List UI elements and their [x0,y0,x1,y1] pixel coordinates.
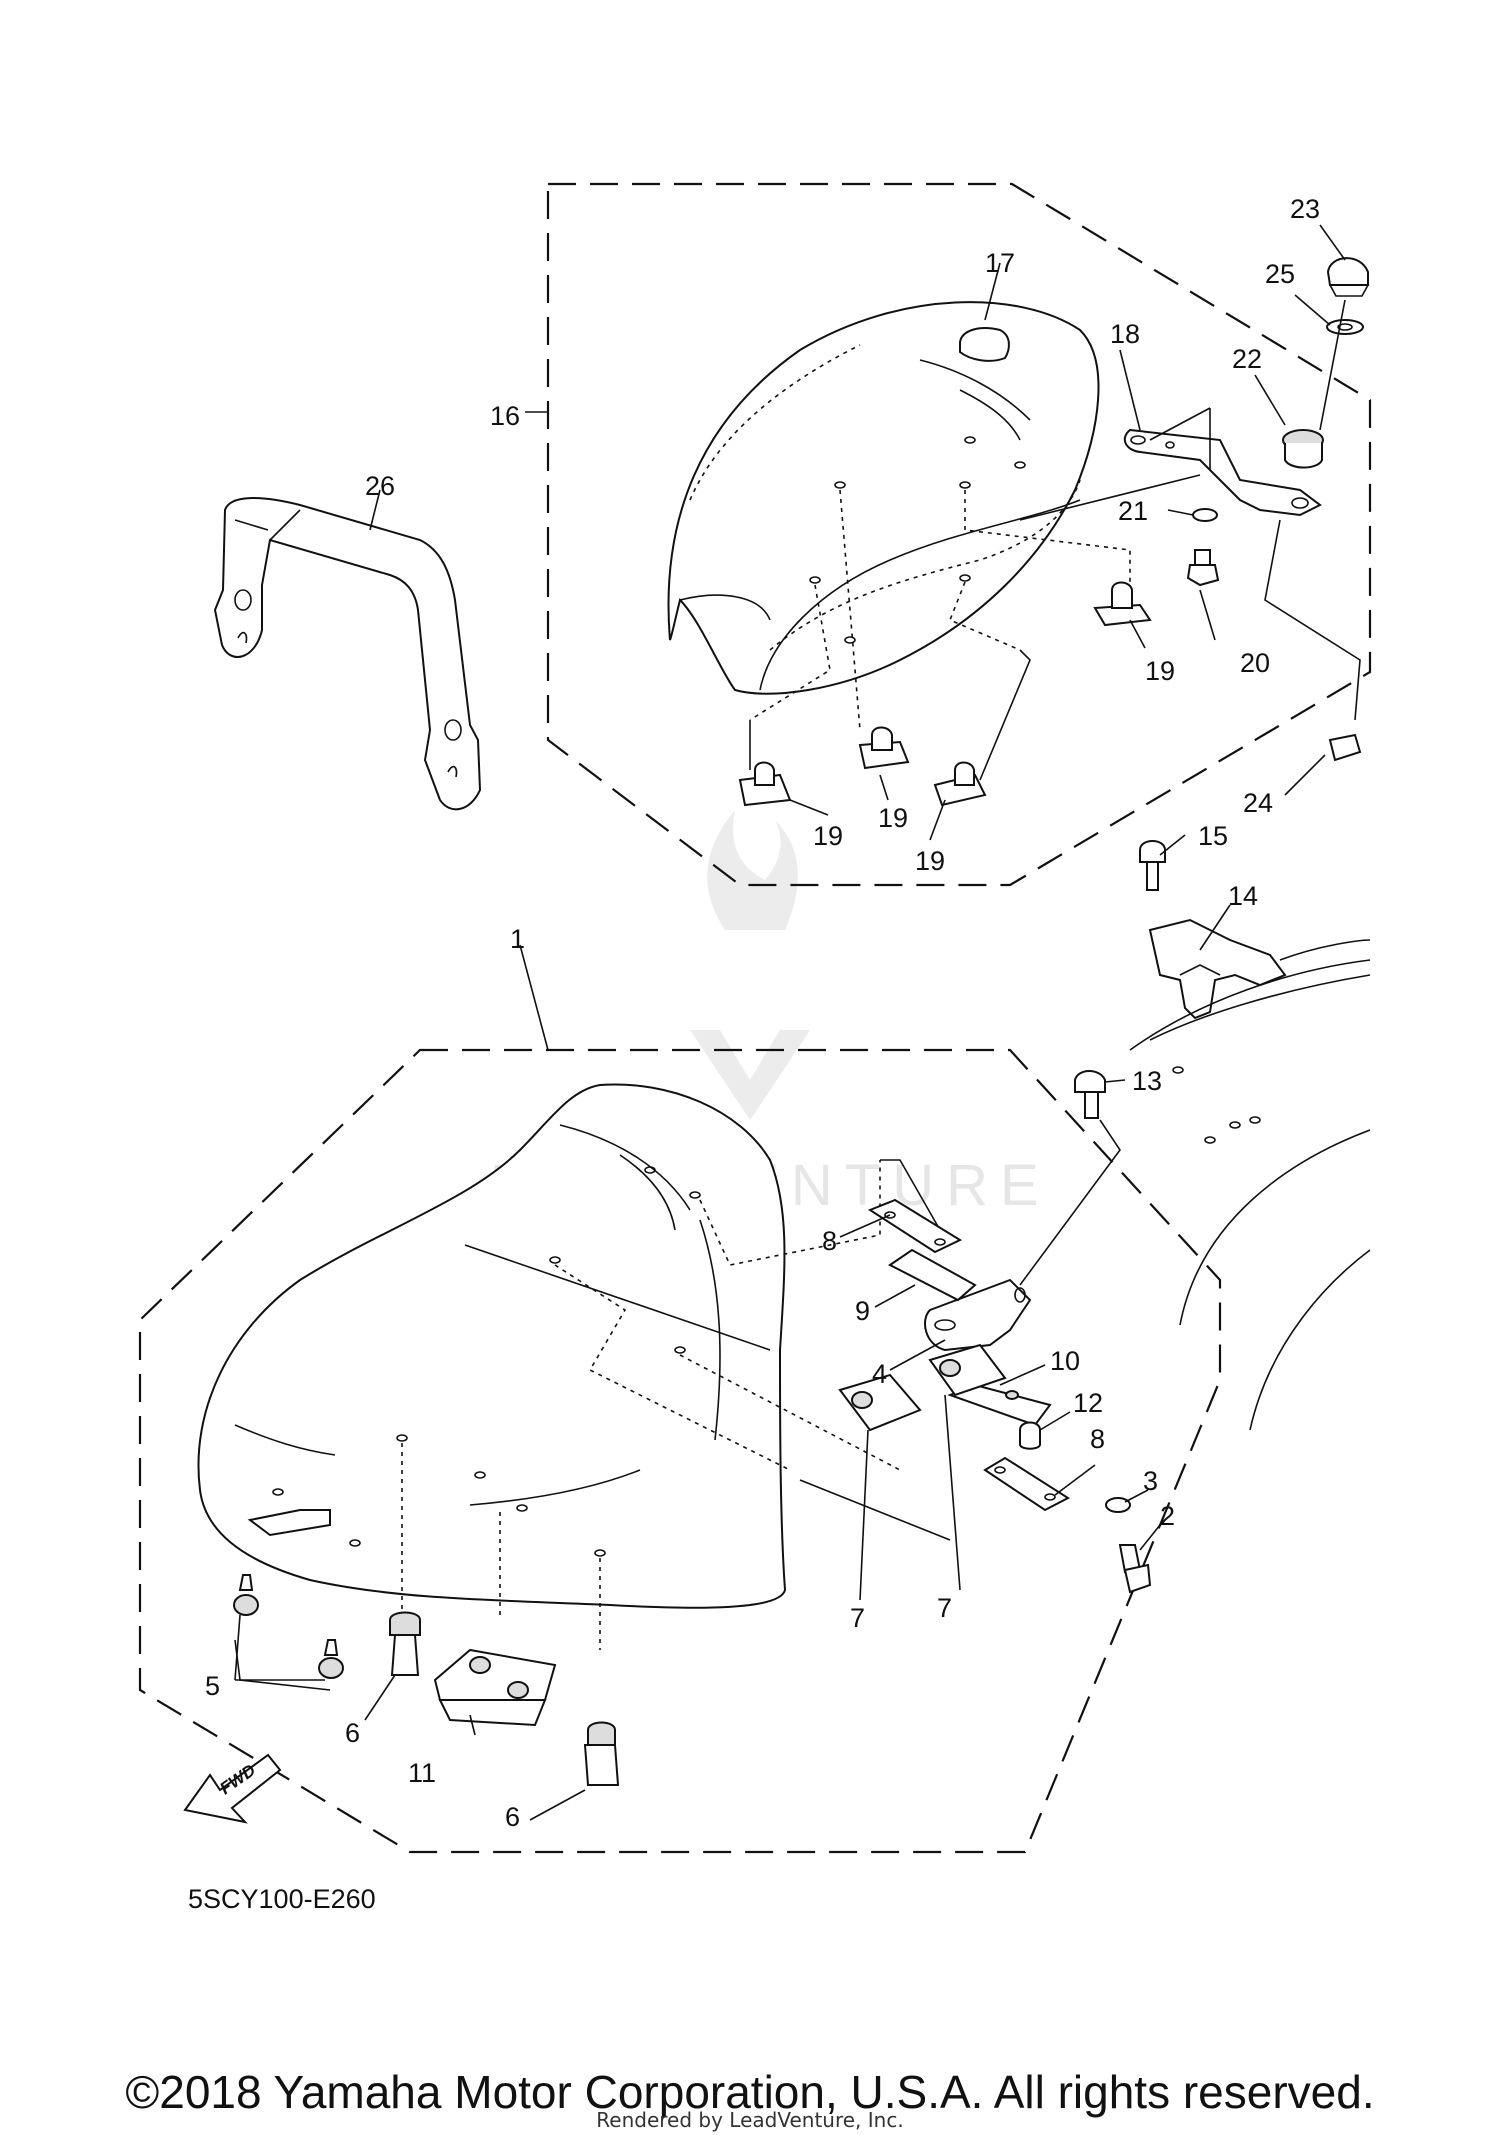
plate-8-upper [867,1198,963,1254]
plate-8-lower [983,1456,1070,1512]
callout-leaders [234,224,1346,1821]
callout-19-right: 19 [1145,656,1175,686]
clip-19-left [738,761,792,807]
clip-19-right [1093,581,1152,627]
copyright-notice: ©2018 Yamaha Motor Corporation, U.S.A. A… [125,2066,1375,2118]
hardware-upper-right [1186,257,1370,762]
rendered-by-notice: Rendered by LeadVenture, Inc. [596,2108,904,2132]
callout-16: 16 [490,401,520,431]
callout-1: 1 [510,924,525,954]
callout-18: 18 [1110,319,1140,349]
clip-19-lower [933,761,987,807]
callout-23: 23 [1290,194,1320,224]
passenger-seat-group-outline [546,182,1372,887]
callout-4: 4 [872,1359,887,1389]
bracket-14 [1148,918,1287,1020]
seat-bracket-18 [1019,407,1322,521]
bolt-13 [1074,1070,1106,1119]
callout-7-right: 7 [937,1593,952,1623]
callout-25: 25 [1265,259,1295,289]
callout-6-right: 6 [505,1802,520,1832]
callout-22: 22 [1232,344,1262,374]
callout-19-middle: 19 [878,803,908,833]
damper-6-right [583,1721,620,1786]
callout-24: 24 [1243,788,1273,818]
callout-15: 15 [1198,821,1228,851]
callout-19-lower: 19 [915,846,945,876]
callout-11: 11 [408,1758,436,1788]
callout-9: 9 [855,1296,870,1326]
callout-26: 26 [365,471,395,501]
callout-20: 20 [1240,648,1270,678]
frame-outline [1129,939,1371,1431]
callout-12: 12 [1073,1388,1103,1418]
bolt-2 [1118,1544,1152,1594]
callout-2: 2 [1160,1501,1175,1531]
bolt-15 [1139,840,1166,891]
callout-17: 17 [985,248,1015,278]
callout-8-lower: 8 [1090,1424,1105,1454]
clip-7-left [838,1373,922,1432]
rider-seat [197,1083,951,1650]
callout-19-left: 19 [813,821,843,851]
damper-6-left [389,1611,421,1676]
clip-19-middle [858,726,910,770]
plate-9 [888,1248,977,1302]
callout-14: 14 [1228,881,1258,911]
callout-7-left: 7 [850,1603,865,1633]
callout-3: 3 [1143,1466,1158,1496]
callout-8-upper: 8 [822,1226,837,1256]
washer-3 [1105,1497,1131,1513]
clip-7-right [928,1343,1007,1397]
fwd-arrow: FWD [183,1753,282,1824]
bracket-11 [433,1648,557,1727]
callout-13: 13 [1132,1066,1162,1096]
callout-21: 21 [1118,496,1148,526]
diagram-code: 5SCY100-E260 [188,1884,376,1914]
rider-seat-group-outline [138,1048,1222,1854]
callout-10: 10 [1050,1346,1080,1376]
grab-bar [213,497,482,811]
callout-6-left: 6 [345,1718,360,1748]
collar-12 [1019,1421,1041,1450]
callout-numbers: 23 25 17 18 22 16 26 21 20 19 24 19 19 1… [205,194,1320,1832]
callout-5: 5 [205,1671,220,1701]
passenger-seat [667,301,1131,781]
bumper-5 [233,1509,344,1691]
